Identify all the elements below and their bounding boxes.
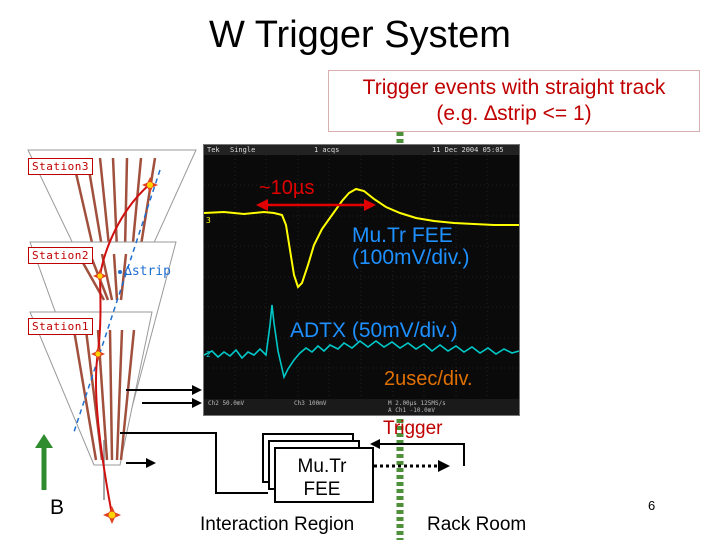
scope-header: Tek Single 1 acqs 11 Dec 2004 05:05 — [204, 145, 519, 155]
fee-trace — [204, 187, 519, 289]
fee-box-line-2: FEE — [303, 479, 341, 500]
hit-marker-vertex — [103, 506, 121, 524]
delta-strip-label: ∆strip — [124, 264, 171, 279]
hit-marker-station1 — [91, 347, 105, 361]
fee-scale-label: Mu.Tr FEE (100mV/div.) — [352, 225, 469, 269]
fee-scale-line-1: Mu.Tr FEE — [352, 224, 453, 247]
magnetic-field-label: B — [50, 496, 65, 519]
fee-box-line-1: Mu.Tr — [297, 456, 347, 477]
scope-timestamp: 11 Dec 2004 05:05 — [432, 146, 504, 154]
curved-muon-track — [94, 183, 151, 516]
station1-label: Station1 — [28, 318, 93, 335]
pulse-width-label: ~10µs — [259, 177, 315, 199]
callout-line-2: (e.g. ∆strip <= 1) — [436, 102, 592, 125]
trigger-label: Trigger — [383, 418, 443, 439]
trigger-return-line — [370, 439, 465, 466]
fee-card-front — [274, 447, 374, 503]
scope-ch2-setting: Ch2 50.0mV — [208, 400, 245, 407]
rack-room-label: Rack Room — [427, 514, 527, 535]
station2-label: Station2 — [28, 247, 93, 264]
slide-title: W Trigger System — [209, 14, 511, 56]
scope-timebase-setting: M 2.00µs 125MS/s — [388, 400, 446, 407]
hit-marker-station2 — [93, 269, 107, 283]
scope-traces: 3 2 — [204, 155, 519, 399]
fee-scale-line-2: (100mV/div.) — [352, 246, 470, 269]
strip-marker — [118, 270, 122, 274]
scope-brand: Tek — [207, 146, 220, 154]
timebase-label: 2usec/div. — [384, 368, 473, 390]
pulse-width-arrow — [256, 199, 376, 211]
callout-line-1: Trigger events with straight track — [362, 76, 666, 99]
scope-mode: Single — [230, 146, 256, 154]
svg-text:2: 2 — [206, 350, 211, 359]
straight-track — [73, 169, 161, 433]
scope-trigger-setting: A Ch1 -10.0mV — [388, 407, 435, 414]
fee-box-label: Mu.Tr FEE — [270, 455, 374, 501]
adtx-trace — [204, 304, 519, 380]
station3-label: Station3 — [28, 158, 93, 175]
fee-to-rackroom-link — [374, 460, 450, 472]
magnetic-field-arrow — [35, 434, 53, 490]
station1-chamber — [29, 311, 153, 466]
interaction-region-label: Interaction Region — [200, 514, 355, 535]
hit-marker-station3 — [142, 177, 158, 193]
scope-ch3-setting: Ch3 100mV — [294, 400, 327, 407]
svg-text:3: 3 — [206, 216, 211, 225]
scope-acquisitions: 1 acqs — [314, 146, 340, 154]
trigger-condition-callout: Trigger events with straight track (e.g.… — [328, 70, 700, 132]
oscilloscope-capture: Tek Single 1 acqs 11 Dec 2004 05:05 — [203, 144, 520, 416]
scope-footer: Ch2 50.0mV Ch3 100mV M 2.00µs 125MS/s A … — [204, 399, 519, 415]
page-number: 6 — [648, 498, 656, 513]
adtx-scale-label: ADTX (50mV/div.) — [290, 319, 458, 342]
signal-lines — [120, 385, 268, 494]
